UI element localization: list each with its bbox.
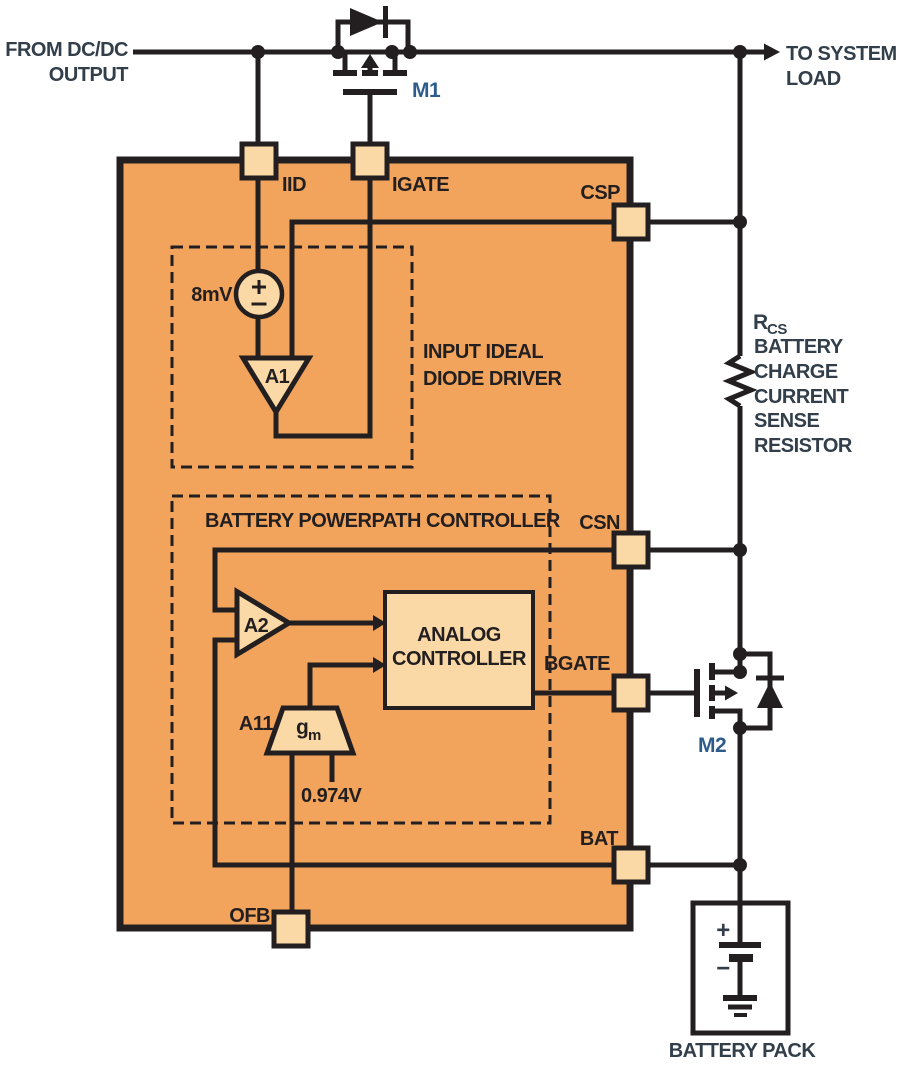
offset-voltage-source: [233, 268, 285, 320]
pin-iid-label: IID: [282, 174, 306, 196]
plus-icon: [252, 280, 266, 294]
rcs-desc-line2: CHARGE: [754, 361, 838, 383]
m1-body-diode-icon: [350, 8, 383, 36]
gm-output-arrowhead: [373, 657, 386, 673]
gm-label: g: [296, 716, 308, 739]
pin-bgate-label: BGATE: [544, 653, 610, 675]
pin-bgate: [611, 673, 651, 713]
input-rail-wire: [133, 43, 780, 144]
m2-mosfet: [648, 651, 784, 731]
gm-sub-label: m: [308, 727, 321, 744]
a1-amplifier-icon: [238, 355, 314, 417]
from-dcdc-label-line1: FROM DC/DC: [5, 39, 128, 61]
to-system-load-label-line2: LOAD: [786, 68, 841, 90]
rcs-ref-label: R: [753, 311, 768, 334]
to-load-arrowhead: [764, 43, 780, 61]
ideal-diode-driver-wires: [255, 178, 614, 439]
vref-label: 0.974V: [301, 785, 363, 807]
rcs-sub-label: CS: [767, 321, 787, 338]
offset-source-label: 8mV: [191, 284, 233, 306]
pin-iid: [239, 141, 279, 181]
m1-label: M1: [412, 79, 441, 102]
ideal-diode-driver-title-line1: INPUT IDEAL: [423, 341, 543, 363]
pin-csp-label: CSP: [580, 182, 620, 204]
battery-plus-label: +: [716, 917, 730, 944]
a2-amplifier-icon: [234, 587, 294, 659]
pin-ofb: [271, 909, 311, 949]
ic-pins: [239, 141, 651, 949]
m1-body-arrow-icon: [361, 54, 379, 68]
analog-controller-box: [383, 590, 535, 710]
ic-block: [116, 156, 634, 932]
rcs-desc-line5: RESISTOR: [754, 435, 853, 457]
pin-csn: [611, 530, 651, 570]
ideal-diode-driver-title-line2: DIODE DRIVER: [423, 368, 563, 390]
powerpath-controller-title: BATTERY POWERPATH CONTROLLER: [205, 510, 561, 532]
analog-controller-label-line2: CONTROLLER: [392, 648, 527, 670]
battery-rail-wire: [712, 52, 758, 945]
battery-pack: [690, 900, 791, 1036]
m2-body-diode-icon: [757, 682, 783, 708]
pin-csn-label: CSN: [579, 512, 620, 534]
rcs-desc-line3: CURRENT: [754, 386, 849, 408]
pin-bat-label: BAT: [580, 828, 618, 850]
pin-csp: [611, 202, 651, 242]
rcs-desc-line1: BATTERY: [754, 336, 844, 358]
junction-dots: [251, 45, 747, 872]
a1-label: A1: [265, 366, 290, 388]
from-dcdc-label-line2: OUTPUT: [49, 64, 129, 86]
pin-bat: [611, 845, 651, 885]
pin-ofb-label: OFB: [229, 905, 270, 927]
battery-minus-label: −: [716, 955, 730, 982]
a2-output-arrowhead: [373, 615, 386, 631]
rcs-resistor-icon: [722, 353, 758, 409]
gm-amplifier-icon: [263, 705, 357, 756]
analog-controller-label-line1: ANALOG: [417, 624, 501, 646]
pin-wires: [648, 219, 740, 868]
a2-label: A2: [244, 615, 269, 637]
m2-body-arrow-icon: [725, 685, 738, 701]
to-system-load-label-line1: TO SYSTEM: [786, 43, 897, 65]
m1-mosfet: [333, 6, 411, 144]
pin-igate-label: IGATE: [392, 174, 449, 196]
m2-label: M2: [698, 734, 726, 757]
pin-igate: [350, 141, 390, 181]
battery-pack-label: BATTERY PACK: [669, 1040, 817, 1062]
a11-label: A11: [239, 713, 273, 735]
powerpath-controller-dashed-box: [170, 494, 552, 825]
rcs-desc-line4: SENSE: [754, 410, 819, 432]
powerpath-controller-wires: [212, 547, 614, 912]
